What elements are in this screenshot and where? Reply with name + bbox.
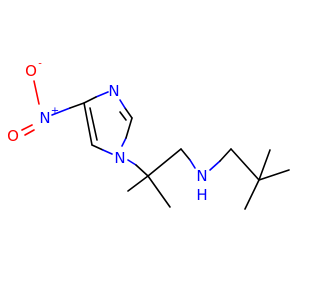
bond-c4-c5-inner [89, 107, 98, 141]
bond-cq2-methyl-top [258, 149, 271, 181]
atom-amine-h: H [196, 186, 207, 204]
bond-cq2-methyl-bottom [244, 179, 260, 210]
bond-nitro-o-double-b [24, 129, 35, 136]
bond-nitro-n-to-ring-c [69, 102, 85, 109]
atom-nitro-n-plus: N [39, 109, 50, 127]
bond-n1-c2-n [121, 137, 127, 147]
bond-c2-n3-inner [119, 111, 127, 121]
atom-ring-n3: N [108, 82, 119, 100]
bond-nitro-n-to-ring [51, 107, 71, 116]
bond-ch2-nh-n [189, 159, 196, 169]
bond-ch2-nh [180, 148, 191, 161]
atom-ring-n1: N [114, 149, 125, 167]
bond-nitro-o-double-a [21, 124, 33, 131]
bond-cq-methyl-right [147, 175, 171, 208]
bond-c5-n1-n [102, 149, 113, 155]
bond-ch2-cq2 [230, 148, 260, 181]
atom-amine-n: N [196, 167, 207, 185]
bond-c2-n3 [124, 107, 133, 119]
atom-nitro-o-minus: O [25, 62, 37, 80]
bond-cq2-methyl-right [258, 169, 290, 181]
bond-c2-n3-n [119, 99, 126, 109]
bond-n1-cq-n [127, 159, 137, 166]
bond-n3-c4-n [95, 91, 109, 98]
charge-nitro-o-minus: - [38, 59, 42, 70]
bond-n1-cq [135, 164, 149, 177]
bond-nh-ch2 [219, 148, 232, 162]
bond-cq-ch2 [147, 148, 182, 177]
bond-cq-methyl-left [127, 175, 149, 192]
bond-n1-c2 [125, 117, 133, 139]
bond-c4-c5 [83, 102, 93, 146]
bond-nitro-o-minus [33, 80, 40, 105]
bond-n3-c4 [83, 96, 97, 104]
molecule-structure-diagram: O - N + O N N N H [7, 59, 290, 210]
bond-nh-ch2-n [209, 160, 221, 171]
bond-c5-n1 [91, 144, 104, 151]
atom-nitro-o-double: O [7, 127, 19, 145]
charge-nitro-n-plus: + [51, 106, 59, 117]
